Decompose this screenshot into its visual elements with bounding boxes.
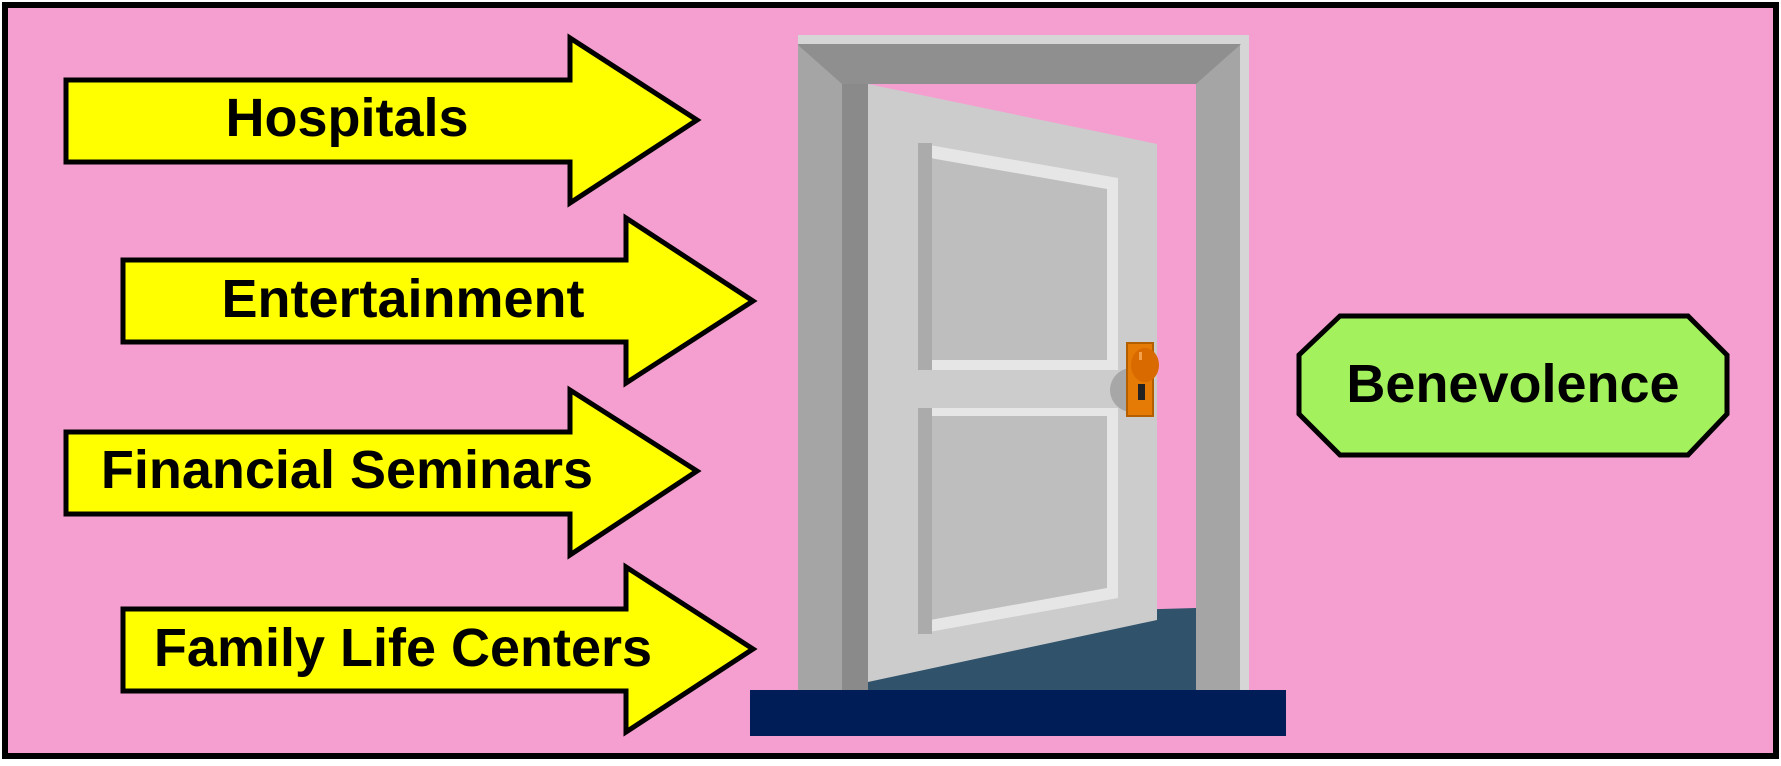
door-threshold (750, 690, 1286, 736)
arrow-label: Entertainment (221, 269, 584, 329)
badge-label: Benevolence (1346, 354, 1679, 414)
door-panel-lower-inner (930, 416, 1107, 620)
door-frame-right-edge (1240, 35, 1249, 690)
door-hinge-jamb (842, 84, 868, 690)
door-panel-lower-shade (918, 408, 932, 634)
arrow-label: Financial Seminars (101, 440, 593, 500)
open-door-icon (750, 35, 1286, 736)
door-panel-upper-inner (930, 158, 1107, 360)
door-frame-top-highlight (798, 35, 1249, 44)
arrow-label: Family Life Centers (154, 618, 652, 678)
benevolence-badge: Benevolence (1299, 316, 1727, 455)
door-frame-left (798, 35, 842, 690)
arrow-label: Hospitals (225, 88, 468, 148)
door-panel-upper-shade (918, 143, 932, 370)
